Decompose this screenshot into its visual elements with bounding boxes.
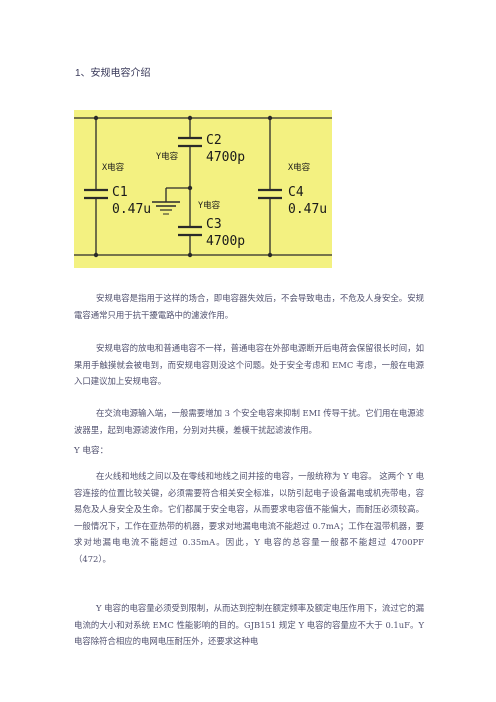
c3-name-label: C3 xyxy=(206,217,222,232)
y-capacitor-label: Y 电容： xyxy=(74,446,109,456)
c2-name-label: C2 xyxy=(206,133,222,148)
paragraph: Y 电容的电容量必须受到限制，从而达到控制在额定频率及额定电压作用下，流过它的漏… xyxy=(74,603,424,646)
c4-value-label: 0.47u xyxy=(288,202,327,217)
paragraph: 安规电容是指用于这样的场合，即电容器失效后，不会导致电击，不危及人身安全。安规電… xyxy=(74,293,424,320)
circuit-diagram: X电容 C1 0.47u Y电容 C2 4700p Y电容 C3 4700p X… xyxy=(74,110,332,268)
junction-dot xyxy=(267,252,273,258)
c4-type-label: X电容 xyxy=(288,162,311,173)
c1-type-label: X电容 xyxy=(102,162,125,173)
junction-dot xyxy=(187,185,193,191)
paragraph: 在交流电源输入端，一般需要增加 3 个安全电容来抑制 EMI 传导干扰。它们用在… xyxy=(74,408,424,435)
c1-value-label: 0.47u xyxy=(112,202,151,217)
junction-dot xyxy=(93,115,99,121)
c3-value-label: 4700p xyxy=(206,234,245,249)
c4-name-label: C4 xyxy=(288,185,304,200)
c2-value-label: 4700p xyxy=(206,150,245,165)
junction-dot xyxy=(187,252,193,258)
junction-dot xyxy=(187,115,193,121)
c3-type-label: Y电容 xyxy=(198,200,221,211)
paragraph: 安规电容的放电和普通电容不一样，普通电容在外部电源断开后电荷会保留很长时间，如果… xyxy=(74,343,424,386)
junction-dot xyxy=(267,115,273,121)
c1-name-label: C1 xyxy=(112,185,128,200)
paragraph: 在火线和地线之间以及在零线和地线之间并接的电容，一般统称为 Y 电容。 这两个 … xyxy=(74,471,424,564)
junction-dot xyxy=(93,252,99,258)
c2-type-label: Y电容 xyxy=(156,151,179,162)
section-heading: 1、安规电容介绍 xyxy=(75,68,151,79)
